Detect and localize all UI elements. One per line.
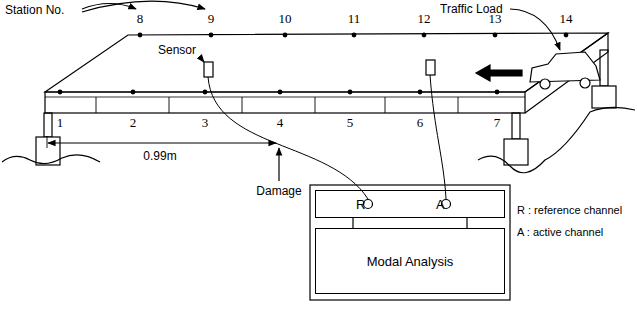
channel-letter: R (356, 197, 365, 212)
left-pier (44, 113, 52, 137)
connector-line (352, 218, 353, 228)
station-number: 3 (202, 116, 209, 130)
dimension-label: 0.99m (143, 149, 176, 163)
key-note: R : reference channel (517, 203, 622, 217)
station-number: 1 (57, 116, 64, 130)
channel-panel: RA (315, 190, 505, 218)
right-pier (512, 113, 520, 139)
station-number: 5 (347, 116, 354, 130)
leader-arrow (200, 57, 204, 62)
sensor-wire (208, 77, 368, 199)
sensor-label: Sensor (158, 43, 196, 57)
key-note: A : active channel (517, 225, 603, 239)
station-number: 12 (418, 12, 431, 26)
back-pier (600, 50, 608, 86)
damage-label: Damage (256, 184, 301, 198)
sensor-wire (430, 75, 446, 199)
station-dots (58, 33, 569, 95)
channel-letter: A (436, 197, 445, 212)
traffic-car (530, 52, 600, 89)
analysis-box: Modal Analysis (315, 228, 505, 294)
dimension-line (48, 142, 276, 143)
station-number: 7 (494, 116, 501, 130)
station-number: 2 (130, 116, 137, 130)
damage-arrow (278, 148, 279, 181)
station-number: 11 (348, 12, 361, 26)
box-title: Modal Analysis (367, 254, 454, 269)
station-number: 9 (208, 12, 215, 26)
leader-arrow (510, 9, 560, 50)
station-number: 14 (560, 12, 573, 26)
instrument-box (310, 185, 510, 300)
station-number: 8 (137, 12, 144, 26)
ground-line (2, 155, 100, 164)
leader-arrow (82, 4, 136, 10)
title-label: Station No. (5, 3, 64, 17)
station-number: 10 (279, 12, 292, 26)
sensor (204, 62, 213, 77)
station-number: 13 (489, 12, 502, 26)
connector-line (466, 218, 467, 228)
sensor (426, 60, 435, 75)
station-number: 6 (417, 116, 424, 130)
station-number: 4 (277, 116, 284, 130)
direction-arrow (476, 65, 522, 81)
front-girder (45, 92, 525, 113)
deck-plane (45, 33, 608, 92)
girder-cells (96, 97, 458, 113)
ground-line (478, 107, 635, 172)
leader-arrow (82, 1, 205, 12)
